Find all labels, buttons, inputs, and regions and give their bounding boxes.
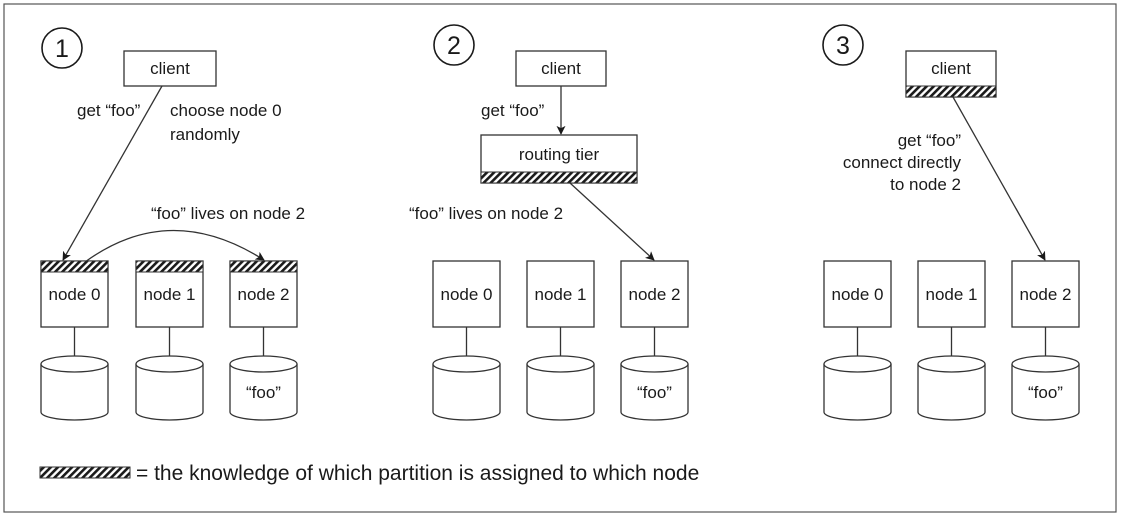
- node-0: node 0: [432, 260, 501, 328]
- node-label: node 0: [441, 285, 493, 304]
- client-label: client: [931, 59, 971, 78]
- legend-hatch-swatch: [39, 466, 131, 479]
- forward-label: “foo” lives on node 2: [409, 204, 563, 223]
- node-2: node 2: [229, 260, 298, 328]
- node-2: node 2: [620, 260, 689, 328]
- forward-arrow: [84, 229, 265, 263]
- node-1: node 1: [526, 260, 595, 328]
- panel-number: 3: [836, 32, 850, 60]
- client-box: [123, 50, 217, 87]
- partition-knowledge-hatch: [229, 260, 298, 273]
- legend: = the knowledge of which partition is as…: [39, 462, 699, 485]
- node-1: node 1: [135, 260, 204, 328]
- node-label: node 0: [832, 285, 884, 304]
- database-2: “foo”: [620, 355, 689, 421]
- legend-text: = the knowledge of which partition is as…: [136, 462, 699, 485]
- database-1: [135, 355, 204, 421]
- request-arrow: [62, 85, 163, 261]
- database-0: [432, 355, 501, 421]
- database-2: “foo”: [1011, 355, 1080, 421]
- node-label: node 2: [238, 285, 290, 304]
- note-line-2: randomly: [170, 125, 240, 144]
- forward-arrow: [569, 182, 655, 261]
- client-label: client: [541, 59, 581, 78]
- database-1: [917, 355, 986, 421]
- client-label: client: [150, 59, 190, 78]
- partition-knowledge-hatch: [135, 260, 204, 273]
- forward-label: “foo” lives on node 2: [151, 204, 305, 223]
- panel-number-circle: [41, 27, 83, 69]
- panel-3: 3 client get “foo” connect directly to n…: [822, 24, 1080, 421]
- client-box: [515, 50, 607, 87]
- panel-number: 2: [447, 32, 461, 60]
- partition-knowledge-hatch: [40, 260, 109, 273]
- note-line-1: choose node 0: [170, 101, 282, 120]
- database-0: [823, 355, 892, 421]
- panel-2: 2 client get “foo” routing tier “foo” li…: [409, 24, 689, 421]
- node-label: node 1: [926, 285, 978, 304]
- partition-knowledge-hatch: [480, 171, 638, 184]
- request-line-2: connect directly: [843, 153, 962, 172]
- database-0: [40, 355, 109, 421]
- node-label: node 0: [49, 285, 101, 304]
- request-line-1: get “foo”: [898, 131, 962, 150]
- node-label: node 2: [629, 285, 681, 304]
- stored-key-label: “foo”: [1028, 383, 1063, 402]
- request-line-3: to node 2: [890, 175, 961, 194]
- node-box: [620, 260, 689, 328]
- node-label: node 1: [144, 285, 196, 304]
- outer-frame: [3, 3, 1117, 513]
- node-2: node 2: [1011, 260, 1080, 328]
- panel-number: 1: [55, 35, 69, 63]
- node-1: node 1: [917, 260, 986, 328]
- node-box: [823, 260, 892, 328]
- partition-knowledge-hatch: [905, 85, 997, 98]
- panel-number-circle: [433, 24, 475, 66]
- node-label: node 1: [535, 285, 587, 304]
- request-label: get “foo”: [481, 101, 545, 120]
- stored-key-label: “foo”: [246, 383, 281, 402]
- node-0: node 0: [40, 260, 109, 328]
- request-arrow: [952, 96, 1046, 261]
- node-0: node 0: [823, 260, 892, 328]
- panel-1: 1 client get “foo” choose node 0 randoml…: [40, 27, 305, 421]
- panel-number-circle: [822, 24, 864, 66]
- database-2: “foo”: [229, 355, 298, 421]
- routing-tier-label: routing tier: [519, 145, 600, 164]
- request-label: get “foo”: [77, 101, 141, 120]
- node-label: node 2: [1020, 285, 1072, 304]
- stored-key-label: “foo”: [637, 383, 672, 402]
- database-1: [526, 355, 595, 421]
- node-box: [432, 260, 501, 328]
